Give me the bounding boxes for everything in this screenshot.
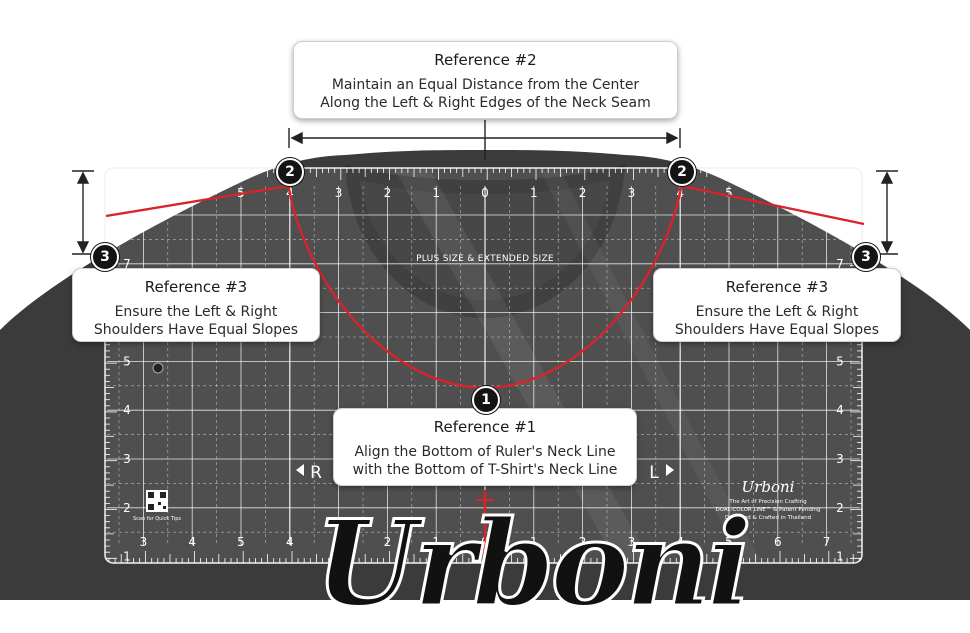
- ruler-glare: [540, 170, 760, 560]
- right-shoulder-line: [681, 184, 865, 226]
- qr-code-icon: [158, 502, 161, 505]
- ruler-number: 5: [123, 354, 131, 368]
- ruler-number: 3: [140, 535, 148, 549]
- ruler-number: 1: [432, 535, 440, 549]
- ruler-brand-line: Designed & Crafted in Thailand: [725, 515, 811, 521]
- callout-reference-3-left: Reference #3 Ensure the Left & Right Sho…: [72, 268, 320, 342]
- tshirt-ruler: 7654321012345673454321012345678877665544…: [104, 167, 863, 564]
- qr-caption: Scan for Quick Tips: [133, 516, 181, 522]
- badge-reference-3-left: 3: [91, 243, 119, 271]
- shoulder-dimension-left: [72, 170, 94, 255]
- callout-reference-3-right: Reference #3 Ensure the Left & Right Sho…: [653, 268, 901, 342]
- qr-code-icon: [160, 492, 166, 498]
- ruler-brand-line: The Art of Precision Crafting: [728, 499, 806, 505]
- left-shoulder-line: [105, 184, 289, 218]
- qr-code-icon: [163, 506, 166, 509]
- ruler-number: 4: [836, 403, 844, 417]
- callout-line: Shoulders Have Equal Slopes: [93, 322, 299, 338]
- badge-reference-2-right: 2: [668, 158, 696, 186]
- ruler-number: 6: [188, 186, 196, 200]
- callout-line: Ensure the Left & Right: [695, 304, 859, 320]
- callout-reference-1: Reference #1 Align the Bottom of Ruler's…: [333, 408, 637, 486]
- ruler-number: 1: [123, 550, 131, 564]
- ruler-number: 7: [823, 186, 831, 200]
- ruler-scene: 7654321012345673454321012345678877665544…: [0, 120, 970, 600]
- ruler-number: 5: [836, 354, 844, 368]
- ruler-number: 1: [530, 535, 538, 549]
- ruler-number: 3: [335, 535, 343, 549]
- ruler-number: 2: [579, 535, 587, 549]
- ruler-number: 7: [140, 186, 148, 200]
- ruler-number: 6: [774, 535, 782, 549]
- ruler-right-mark: R: [310, 463, 322, 483]
- callout-line: Align the Bottom of Ruler's Neck Line: [354, 444, 616, 460]
- ruler-number: 3: [628, 186, 636, 200]
- ruler-number: 7: [836, 257, 844, 271]
- ruler-number: 7: [823, 535, 831, 549]
- brand-logo: Urboni: [314, 494, 754, 633]
- callout-title: Reference #2: [434, 51, 537, 69]
- ruler-number: 8: [123, 208, 131, 222]
- ruler-number: 5: [725, 186, 733, 200]
- ruler-number: 3: [628, 535, 636, 549]
- width-dimension: [288, 120, 681, 160]
- ruler-number: 2: [579, 186, 587, 200]
- badge-reference-2-left: 2: [276, 158, 304, 186]
- callout-title: Reference #3: [144, 278, 248, 296]
- ruler-number: 0: [481, 186, 489, 200]
- ruler-number: 4: [286, 535, 294, 549]
- ruler-center-label: PLUS SIZE & EXTENDED SIZE: [416, 254, 554, 264]
- ruler-number: 4: [188, 535, 196, 549]
- callout-title: Reference #1: [433, 418, 537, 436]
- ruler-brand-line: DUAL-COLOR LINE™ & Patent Pending: [716, 506, 821, 513]
- qr-code-icon: [148, 504, 154, 510]
- ruler-number: 1: [530, 186, 538, 200]
- badge-reference-3-right: 3: [852, 243, 880, 271]
- callout-line: Along the Left & Right Edges of the Neck…: [320, 95, 651, 111]
- ruler-number: 2: [836, 501, 844, 515]
- ruler-number: 1: [432, 186, 440, 200]
- ruler-number: 2: [123, 501, 131, 515]
- ruler-number: 2: [384, 186, 392, 200]
- ruler-arrow-icon: [666, 464, 674, 476]
- ruler-number: 4: [676, 535, 684, 549]
- ruler-number: 8: [836, 208, 844, 222]
- ruler-arrow-icon: [296, 464, 304, 476]
- ruler-brand: Urboni: [742, 478, 795, 496]
- ruler-number: 6: [774, 186, 782, 200]
- shoulder-dimension-right: [876, 170, 898, 255]
- ruler-number: 4: [123, 403, 131, 417]
- badge-reference-1: 1: [472, 386, 500, 414]
- ruler-hole-icon: [152, 362, 164, 374]
- callout-reference-2: Reference #2 Maintain an Equal Distance …: [293, 41, 678, 119]
- callout-title: Reference #3: [725, 278, 829, 296]
- ruler-number: 5: [237, 535, 245, 549]
- callout-line: Maintain an Equal Distance from the Cent…: [331, 77, 640, 93]
- callout-line: with the Bottom of T-Shirt's Neck Line: [352, 462, 618, 478]
- qr-code-icon: [148, 492, 154, 498]
- ruler-number: 5: [725, 535, 733, 549]
- ruler-number: 2: [384, 535, 392, 549]
- ruler-number: 3: [836, 452, 844, 466]
- callout-line: Shoulders Have Equal Slopes: [674, 322, 880, 338]
- ruler-number: 1: [836, 550, 844, 564]
- ruler-left-mark: L: [649, 463, 659, 483]
- callout-line: Ensure the Left & Right: [114, 304, 278, 320]
- ruler-number: 3: [335, 186, 343, 200]
- ruler-number: 3: [123, 452, 131, 466]
- center-marker-arrow: [478, 546, 492, 560]
- ruler-number: 7: [123, 257, 131, 271]
